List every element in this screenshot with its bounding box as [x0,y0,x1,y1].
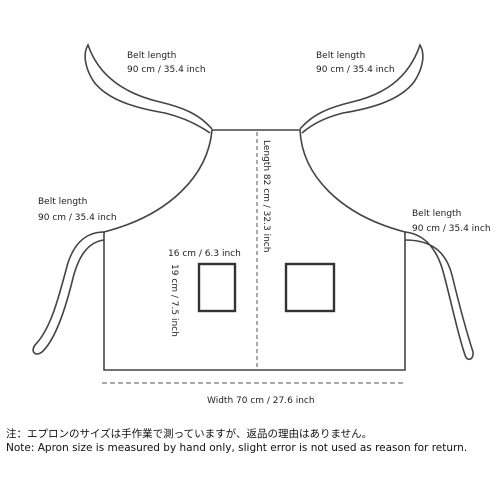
belt-mid-right-title: Belt length [412,209,461,219]
belt-mid-right-value: 90 cm / 35.4 inch [412,224,491,234]
pocket-right [284,262,336,313]
belt-top-left-value: 90 cm / 35.4 inch [127,65,206,75]
belt-top-left-title: Belt length [127,51,176,61]
belt-top-right-value: 90 cm / 35.4 inch [316,65,395,75]
neck-strap-left [84,43,213,134]
pocket-height-label: 19 cm / 7.5 inch [169,264,179,337]
note-english: Note: Apron size is measured by hand onl… [6,442,468,454]
neck-strap-right [299,43,424,134]
width-label: Width 70 cm / 27.6 inch [207,396,315,406]
waist-strap-left [32,231,105,355]
belt-mid-left-title: Belt length [38,197,87,207]
pocket-left [197,262,237,313]
note-japanese: 注：エプロンのサイズは手作業で測っていますが、返品の理由はありません。 [6,428,373,440]
waist-strap-right [404,231,474,361]
belt-mid-left-value: 90 cm / 35.4 inch [38,213,117,223]
pocket-width-label: 16 cm / 6.3 inch [168,249,241,259]
length-label: Length 82 cm / 32.3 inch [261,140,271,252]
apron-body [103,129,406,371]
belt-top-right-title: Belt length [316,51,365,61]
